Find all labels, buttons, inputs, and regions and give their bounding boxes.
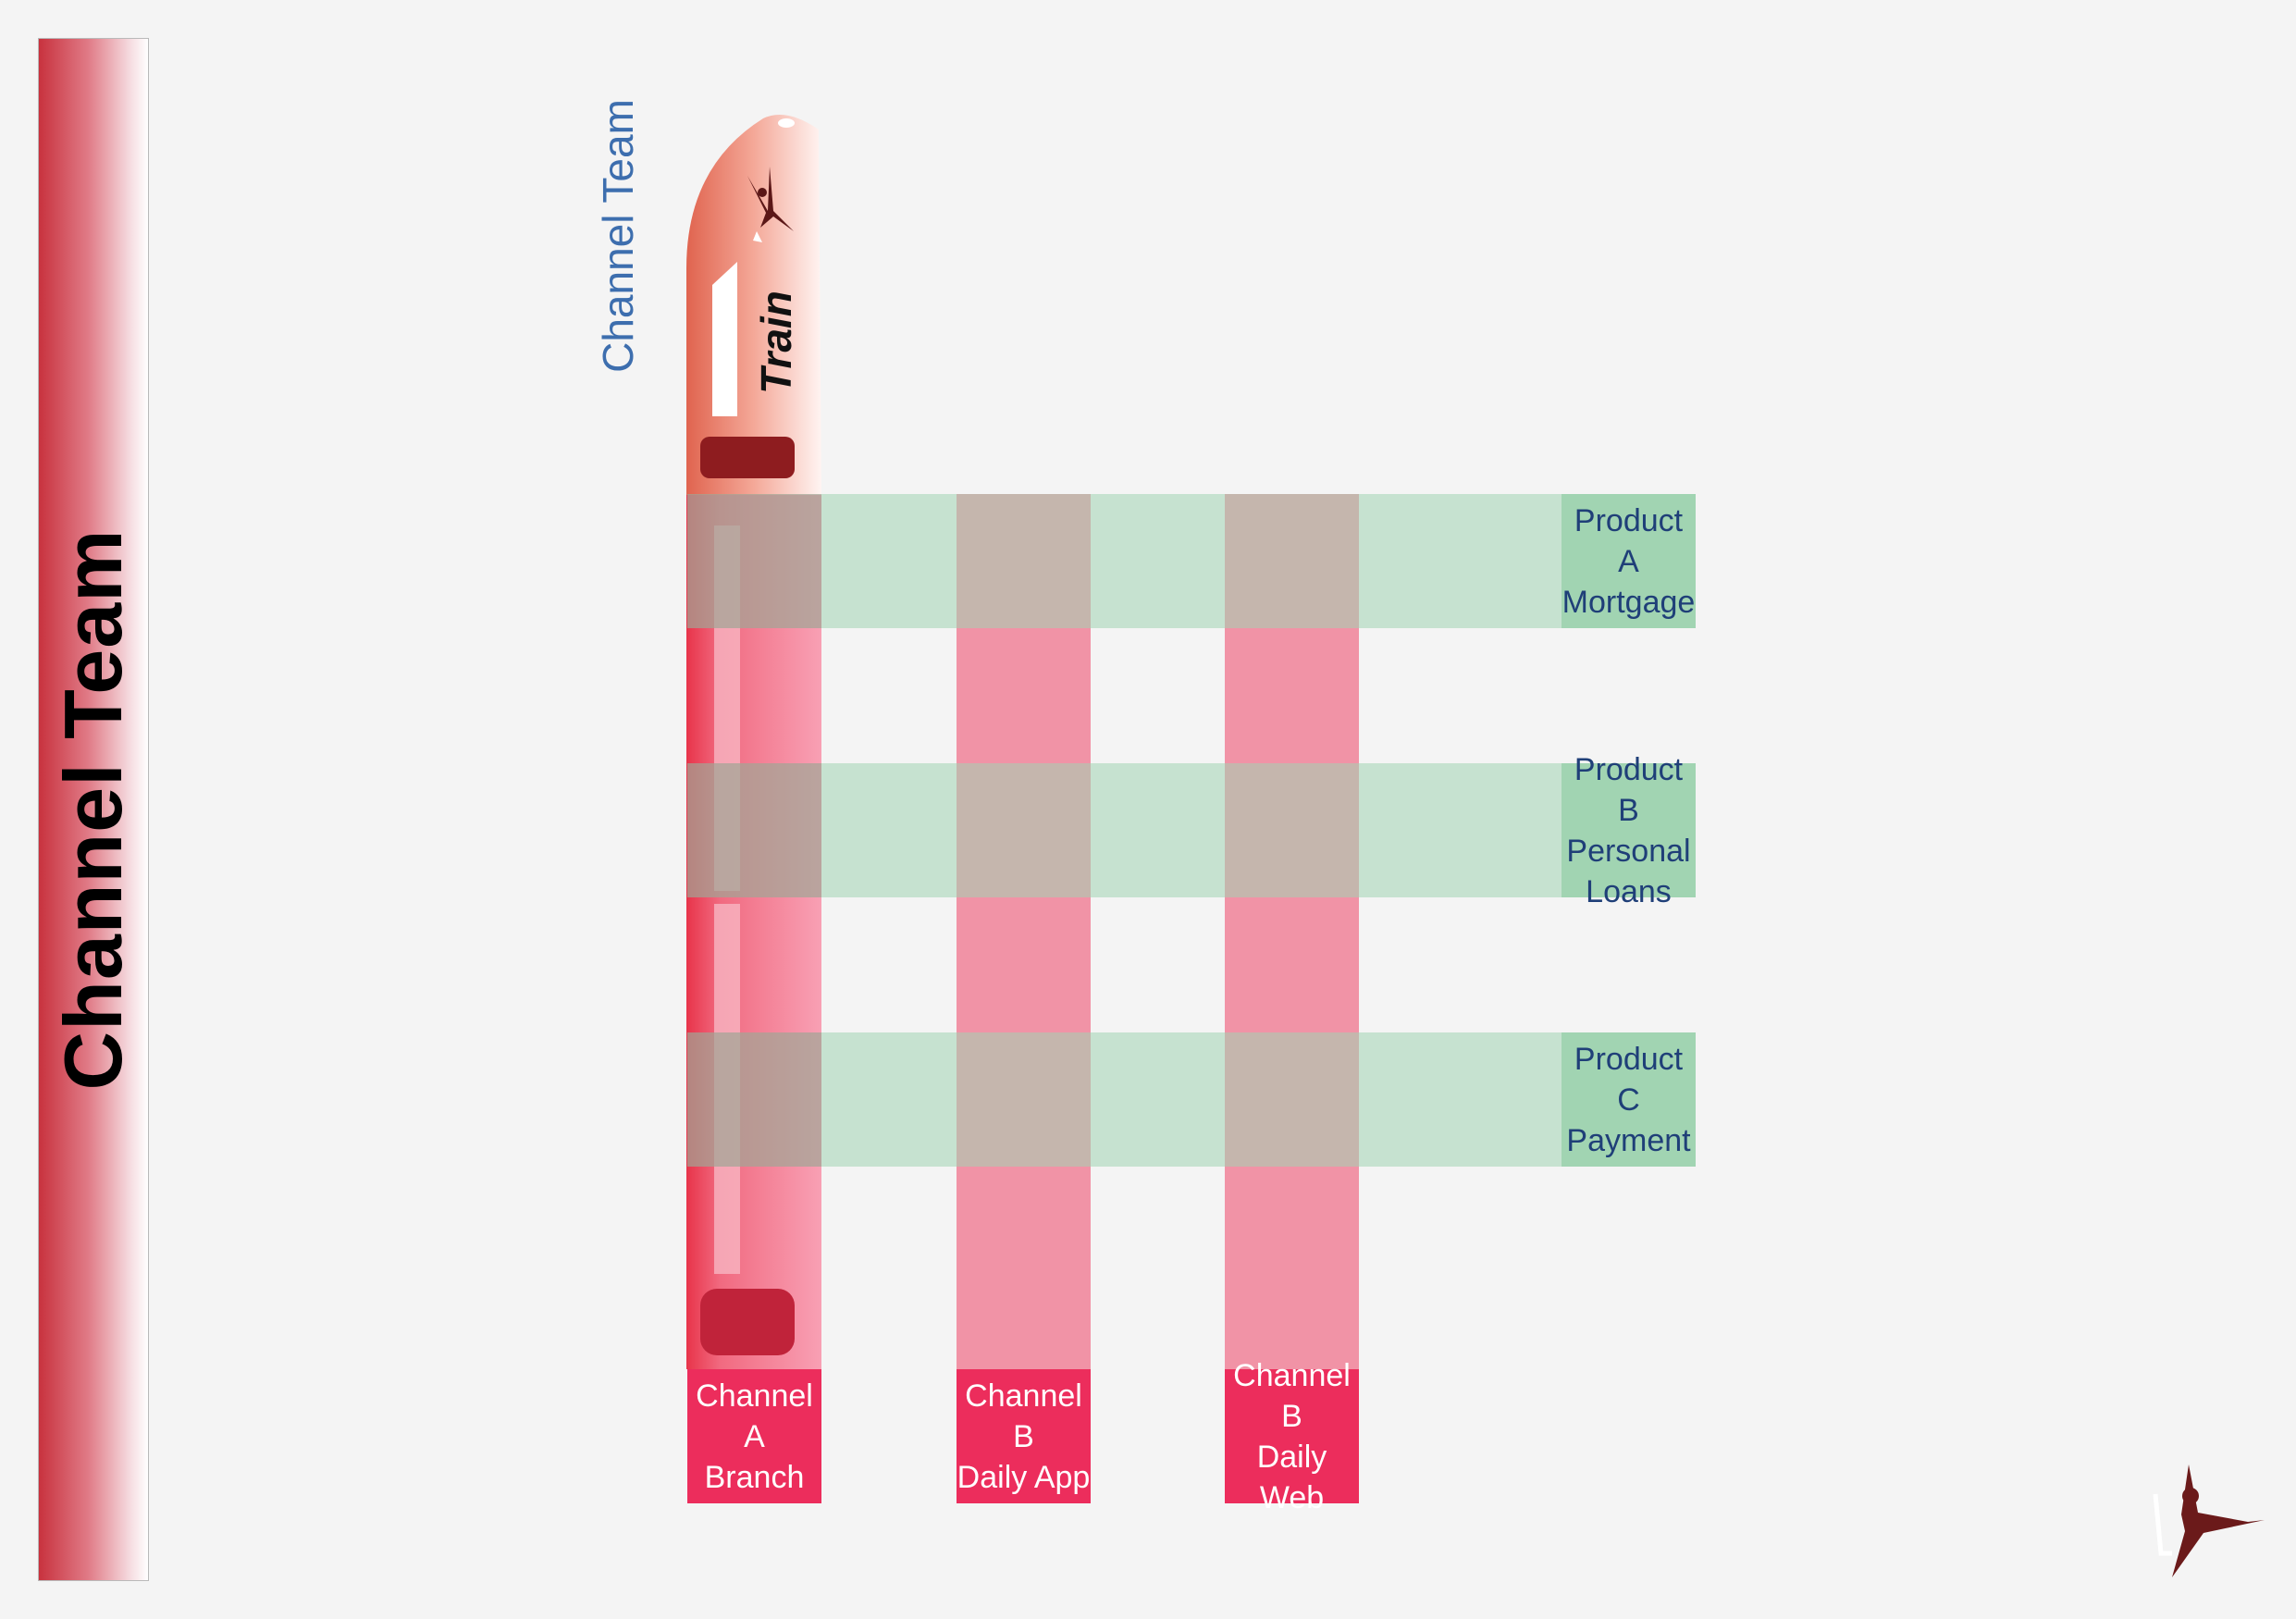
product-label-a-text: Product A Mortgage (1562, 502, 1696, 620)
channel-bar-2 (957, 494, 1091, 1369)
train-text: Train (752, 290, 800, 394)
train-plate-top (700, 437, 795, 478)
channel-label-b-app: Channel B Daily App (957, 1369, 1091, 1503)
train-logo-icon (747, 167, 794, 242)
overlap-c (687, 1032, 821, 1167)
product-label-c: Product C Payment (1562, 1032, 1696, 1167)
train-side-label: Channel Team (594, 99, 642, 373)
train-window (712, 262, 737, 416)
channel-label-b-web: Channel B Daily Web (1225, 1358, 1359, 1515)
train-body (686, 495, 821, 1369)
channel-label-b-web-text: Channel B Daily Web (1233, 1357, 1351, 1515)
channel-label-a-text: Channel A Branch (696, 1378, 813, 1495)
channel-bar-3 (1225, 494, 1359, 1369)
overlap-b (687, 763, 821, 897)
product-bar-c (687, 1032, 1696, 1167)
channel-label-a: Channel A Branch (687, 1369, 821, 1503)
banner-title: Channel Team (47, 528, 139, 1091)
product-label-b-text: Product B Personal Loans (1566, 751, 1691, 909)
product-label-c-text: Product C Payment (1566, 1041, 1691, 1158)
channel-label-b-app-text: Channel B Daily App (957, 1378, 1091, 1495)
train-plate-bottom (700, 1289, 795, 1355)
dancing-figure-logo-icon (2153, 1465, 2265, 1577)
product-bar-b (687, 763, 1696, 897)
product-bar-a (687, 494, 1696, 628)
side-banner (38, 38, 149, 1581)
product-label-a: Product A Mortgage (1562, 494, 1696, 628)
overlap-a (687, 494, 821, 628)
product-label-b: Product B Personal Loans (1562, 752, 1696, 909)
